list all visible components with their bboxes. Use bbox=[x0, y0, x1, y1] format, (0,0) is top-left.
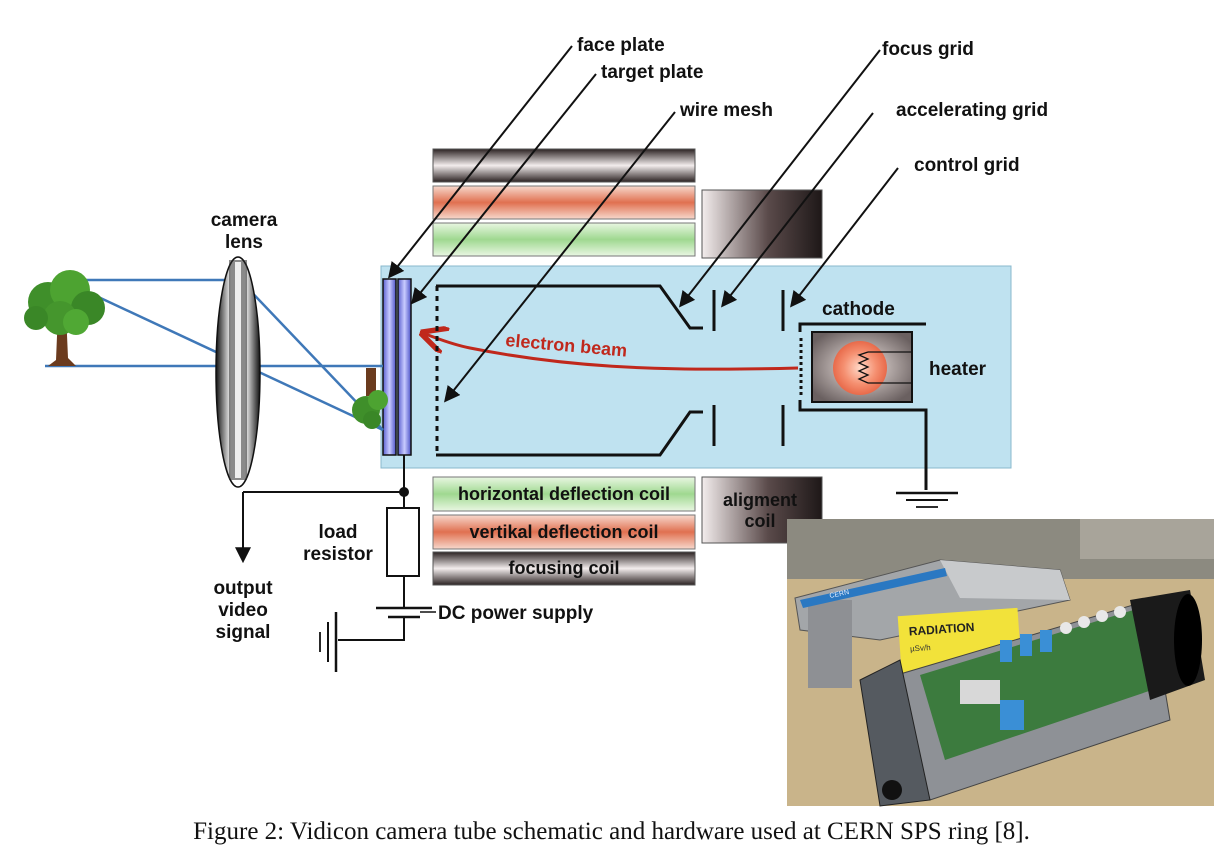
wire-mesh-label: wire mesh bbox=[679, 100, 773, 121]
tree-image-icon bbox=[352, 368, 388, 429]
alignment-coil-label-2: coil bbox=[744, 511, 775, 531]
heater-coil bbox=[857, 351, 870, 384]
output-label-2: video bbox=[218, 600, 268, 621]
target-plate-label: target plate bbox=[601, 62, 703, 83]
face-plate bbox=[382, 278, 397, 456]
cathode-label: cathode bbox=[822, 299, 895, 320]
accelerating-grid-leader bbox=[721, 112, 874, 308]
wire-mesh-leader bbox=[444, 111, 676, 403]
vertical-coil-label: vertikal deflection coil bbox=[469, 522, 658, 542]
focus-electrode-bottom bbox=[436, 410, 703, 457]
radiation-small-label: µSv/h bbox=[910, 643, 931, 653]
focusing-coil-label: focusing coil bbox=[508, 558, 619, 578]
tube-body bbox=[380, 265, 1012, 469]
horizontal-coil-label: horizontal deflection coil bbox=[458, 484, 670, 504]
heater-label: heater bbox=[929, 359, 987, 380]
camera-lens-label-2: lens bbox=[225, 232, 263, 253]
output-label-3: signal bbox=[216, 622, 271, 643]
radiation-label: RADIATION bbox=[908, 620, 975, 639]
dc-power-supply-label: DC power supply bbox=[438, 603, 594, 624]
horizontal-deflection-coil bbox=[432, 476, 696, 512]
pen-icon: CERN bbox=[800, 568, 947, 608]
target-plate bbox=[397, 278, 412, 456]
focus-electrode-top bbox=[436, 284, 703, 330]
target-plate-leader bbox=[410, 73, 597, 305]
heater-element bbox=[833, 341, 887, 395]
cathode-shield-bottom bbox=[798, 400, 928, 490]
load-resistor bbox=[386, 507, 420, 577]
tree-icon bbox=[24, 270, 105, 366]
figure-caption: Figure 2: Vidicon camera tube schematic … bbox=[193, 818, 1030, 845]
hardware-photo: CERN RADIATION µSv/h bbox=[787, 519, 1214, 807]
top-orange-coil bbox=[432, 185, 696, 220]
control-grid-label: control grid bbox=[914, 155, 1020, 176]
control-grid-leader bbox=[790, 167, 899, 308]
load-resistor-label-2: resistor bbox=[303, 544, 373, 565]
focusing-coil bbox=[432, 551, 696, 586]
focus-grid-label: focus grid bbox=[882, 39, 974, 60]
battery-to-ground bbox=[338, 617, 405, 641]
alignment-coil-label-1: aligment bbox=[723, 490, 797, 510]
top-dark-coil bbox=[432, 148, 696, 183]
load-resistor-label-1: load bbox=[318, 522, 357, 543]
face-plate-leader bbox=[388, 45, 573, 279]
focus-grid-leader bbox=[679, 49, 881, 308]
camera-lens-label-1: camera bbox=[211, 210, 278, 231]
electron-beam bbox=[425, 334, 799, 371]
vertical-deflection-coil bbox=[432, 514, 696, 550]
accelerating-grid-label: accelerating grid bbox=[896, 100, 1048, 121]
face-plate-label: face plate bbox=[577, 35, 665, 56]
cathode-shield-top bbox=[798, 322, 926, 332]
pen-text: CERN bbox=[829, 589, 850, 600]
output-label-1: output bbox=[213, 578, 273, 599]
camera-lens-highlight bbox=[235, 262, 241, 478]
